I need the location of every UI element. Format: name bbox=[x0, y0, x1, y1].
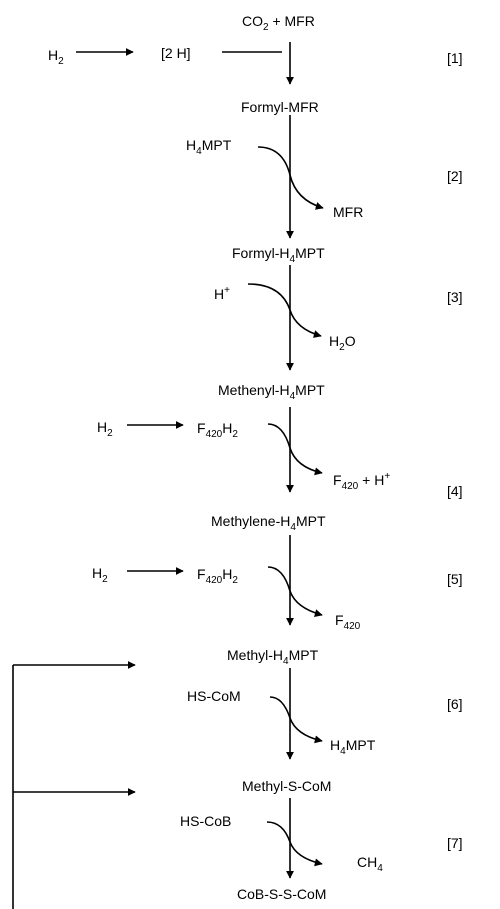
label-formyl-h4mpt: Formyl-H4MPT bbox=[232, 245, 325, 265]
label-hs-cob: HS-CoB bbox=[180, 813, 231, 829]
label-methylene-h4mpt: Methylene-H4MPT bbox=[211, 513, 326, 533]
step-number-1: [1] bbox=[447, 50, 463, 66]
arrow-hscob-to-ch4 bbox=[266, 821, 323, 867]
label-h-plus: H+ bbox=[214, 285, 230, 302]
step-number-6: [6] bbox=[447, 696, 463, 712]
label-ch4-out: CH4 bbox=[357, 854, 383, 874]
label-hs-com: HS-CoM bbox=[187, 688, 241, 704]
label-h2-step5: H2 bbox=[92, 565, 108, 585]
label-methenyl-h4mpt: Methenyl-H4MPT bbox=[218, 382, 325, 402]
arrows bbox=[12, 42, 324, 909]
step-number-2: [2] bbox=[447, 168, 463, 184]
arrow-hscom-to-h4mpt bbox=[269, 696, 323, 744]
label-h4mpt-out: H4MPT bbox=[330, 737, 376, 757]
label-formyl-mfr: Formyl-MFR bbox=[241, 99, 319, 115]
label-h4mpt-in: H4MPT bbox=[186, 137, 232, 157]
label-cob-s-s-com: CoB-S-S-CoM bbox=[237, 886, 326, 902]
label-methyl-h4mpt: Methyl-H4MPT bbox=[227, 647, 319, 667]
step-numbers: [1] [2] [3] [4] [5] [6] [7] bbox=[447, 50, 463, 851]
label-mfr-out: MFR bbox=[333, 204, 363, 220]
label-h2-step1: H2 bbox=[48, 47, 64, 67]
compound-labels: CO2 + MFR H2 [2 H] Formyl-MFR H4MPT MFR … bbox=[48, 13, 390, 902]
step-number-3: [3] bbox=[447, 289, 463, 305]
step-number-5: [5] bbox=[447, 571, 463, 587]
label-f420-out: F420 bbox=[335, 612, 361, 632]
label-h2-step4: H2 bbox=[97, 419, 113, 439]
step-number-4: [4] bbox=[447, 483, 463, 499]
arrow-hplus-to-h2o bbox=[247, 283, 322, 338]
arrow-f420h2-to-f420 bbox=[267, 423, 323, 476]
arrow-f420h2-to-f420-out bbox=[267, 566, 323, 617]
label-h2o-out: H2O bbox=[329, 333, 356, 353]
step-number-7: [7] bbox=[447, 835, 463, 851]
label-2h: [2 H] bbox=[161, 45, 191, 61]
label-co2-mfr: CO2 + MFR bbox=[242, 13, 315, 33]
label-f420h2-step5: F420H2 bbox=[197, 566, 238, 586]
label-methyl-s-com: Methyl-S-CoM bbox=[242, 778, 331, 794]
label-f420-hplus-out: F420 + H+ bbox=[333, 471, 390, 492]
arrow-h4mpt-to-mfr bbox=[257, 146, 324, 210]
label-f420h2-step4: F420H2 bbox=[197, 420, 238, 440]
